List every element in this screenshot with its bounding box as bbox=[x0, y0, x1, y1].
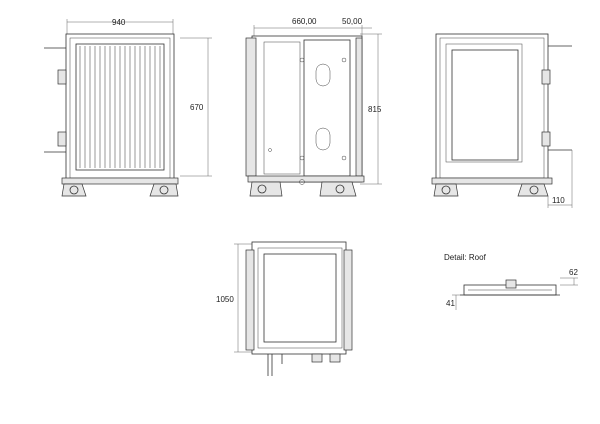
dim-front-height: 670 bbox=[190, 103, 204, 112]
dim-side-depth: 660,00 bbox=[292, 17, 317, 26]
roof-detail: Detail: Roof 62 41 bbox=[444, 253, 578, 310]
dim-side-offset: 50,00 bbox=[342, 17, 363, 26]
dim-back-extension: 110 bbox=[552, 196, 565, 205]
dim-roof-height: 62 bbox=[569, 268, 578, 277]
dim-side-height: 815 bbox=[368, 105, 382, 114]
label-detail-roof: Detail: Roof bbox=[444, 253, 487, 262]
dim-front-width: 940 bbox=[112, 18, 126, 27]
side-view: 660,00 50,00 815 bbox=[245, 17, 382, 197]
dim-top-length: 1050 bbox=[216, 295, 234, 304]
dim-roof-base: 41 bbox=[446, 299, 455, 308]
front-view: 940 670 bbox=[44, 18, 212, 197]
top-view: 1050 bbox=[216, 241, 353, 376]
back-view: 110 bbox=[431, 33, 573, 208]
